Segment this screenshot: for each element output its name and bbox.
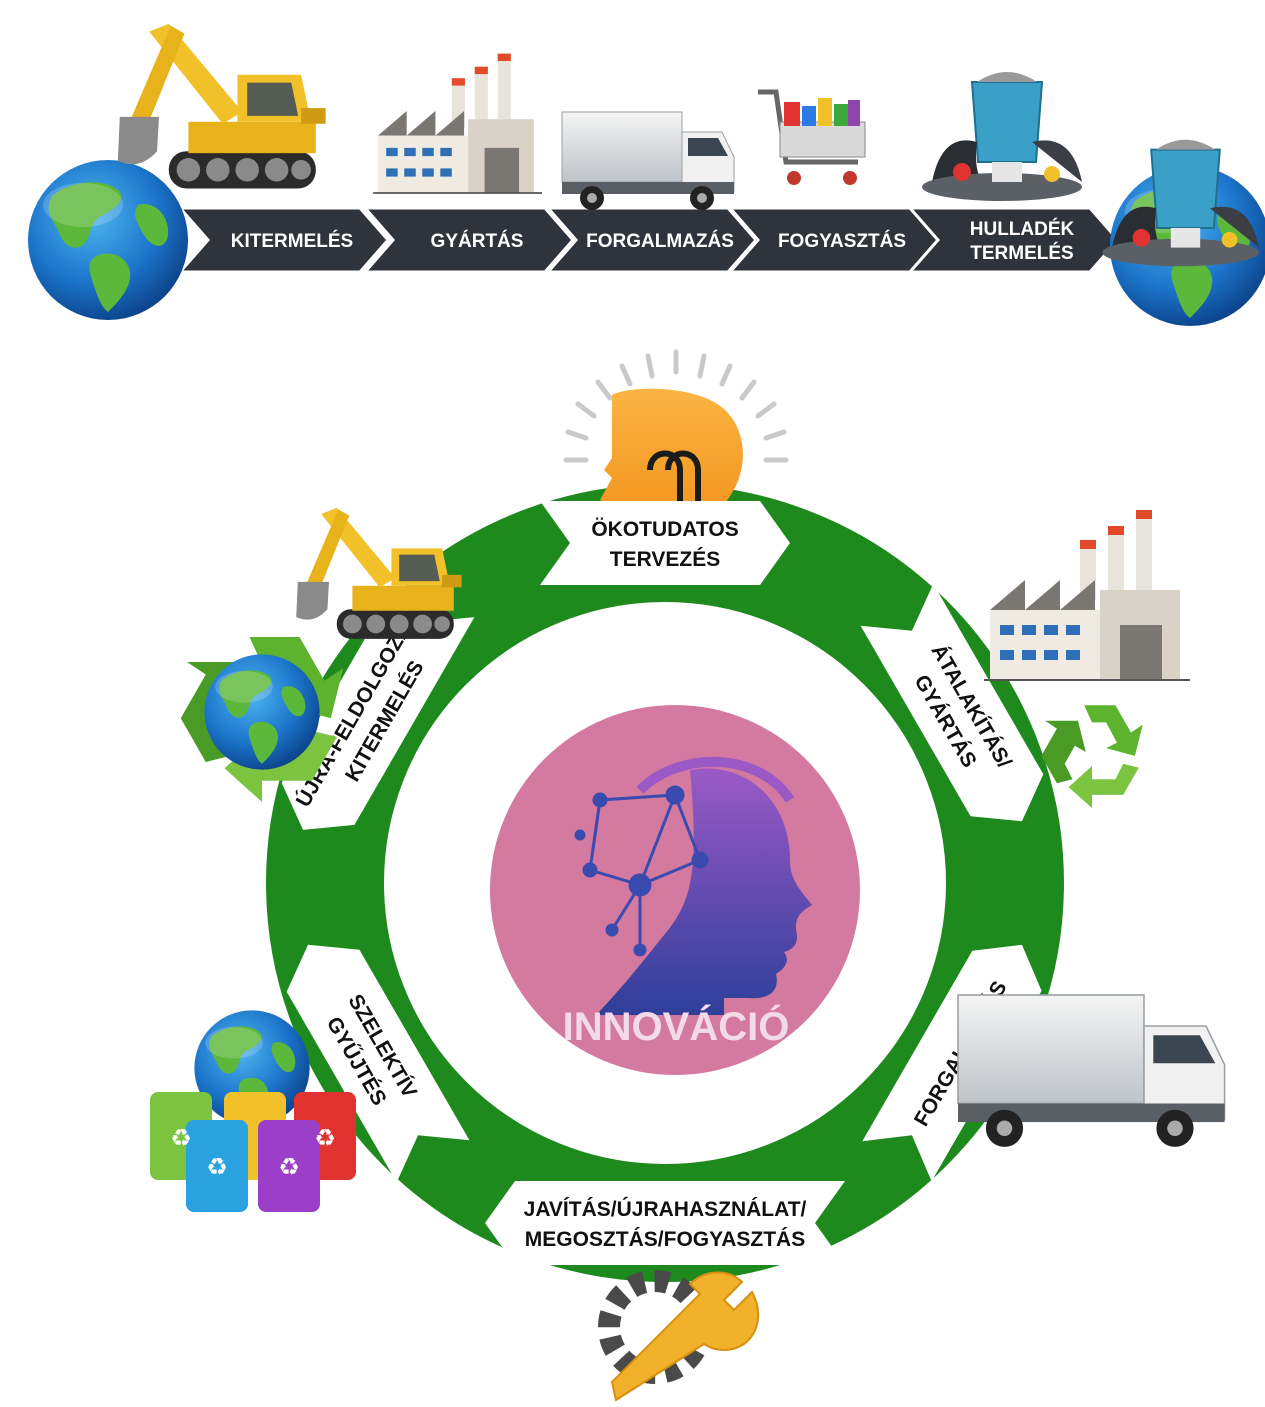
ring-step-label: ÖKOTUDATOS bbox=[591, 518, 738, 541]
svg-text:♻: ♻ bbox=[206, 1153, 228, 1181]
shopping-cart-icon bbox=[758, 92, 865, 185]
chevron-label: GYÁRTÁS bbox=[431, 230, 524, 252]
circular-economy-ring: ÖKOTUDATOSTERVEZÉSÁTALAKÍTÁS/GYÁRTÁSFORG… bbox=[150, 349, 1226, 1402]
factory-icon bbox=[983, 509, 1191, 681]
earth-globe-icon bbox=[28, 160, 188, 320]
factory-icon bbox=[372, 52, 543, 194]
wrench-gear-icon bbox=[598, 1270, 760, 1402]
svg-text:♻: ♻ bbox=[170, 1124, 192, 1152]
center-label: INNOVÁCIÓ bbox=[563, 1003, 790, 1049]
truck-icon bbox=[957, 994, 1226, 1148]
ring-step-label: JAVÍTÁS/ÚJRAHASZNÁLAT/ bbox=[524, 1197, 807, 1221]
chevron-label: HULLADÉK bbox=[970, 218, 1075, 240]
ring-step-arrow: ÖKOTUDATOS TERVEZÉS bbox=[540, 501, 790, 585]
excavator-icon bbox=[296, 507, 462, 639]
svg-text:♻: ♻ bbox=[278, 1153, 300, 1181]
light-rays-icon bbox=[563, 349, 789, 463]
chevron-step: GYÁRTÁS bbox=[361, 206, 575, 274]
earth-globe-icon bbox=[204, 654, 320, 770]
recycling-bins-icon: ♻ ♻ ♻ ♻ bbox=[150, 1010, 356, 1212]
chevron-label: TERMELÉS bbox=[970, 242, 1073, 264]
chevron-label: FOGYASZTÁS bbox=[778, 230, 906, 252]
chevron-label: FORGALMAZÁS bbox=[586, 230, 734, 252]
ring-step-arrow: JAVÍTÁS/ÚJRAHASZNÁLAT/MEGOSZTÁS/FOGYASZT… bbox=[485, 1181, 845, 1265]
ring-step-label: MEGOSZTÁS/FOGYASZTÁS bbox=[525, 1228, 805, 1251]
chevron-step: KITERMELÉS bbox=[176, 206, 390, 274]
ring-step-label: TERVEZÉS bbox=[610, 548, 720, 571]
chevron-step: FORGALMAZÁS bbox=[544, 206, 758, 274]
recycle-icon bbox=[1041, 705, 1143, 809]
excavator-icon bbox=[117, 23, 326, 189]
chevron-step: FOGYASZTÁS bbox=[726, 206, 940, 274]
truck-icon bbox=[561, 111, 735, 211]
garbage-pile-icon bbox=[921, 71, 1083, 202]
chevron-label: KITERMELÉS bbox=[231, 230, 353, 252]
ai-head-icon bbox=[574, 757, 812, 1015]
svg-text:♻: ♻ bbox=[314, 1124, 336, 1152]
